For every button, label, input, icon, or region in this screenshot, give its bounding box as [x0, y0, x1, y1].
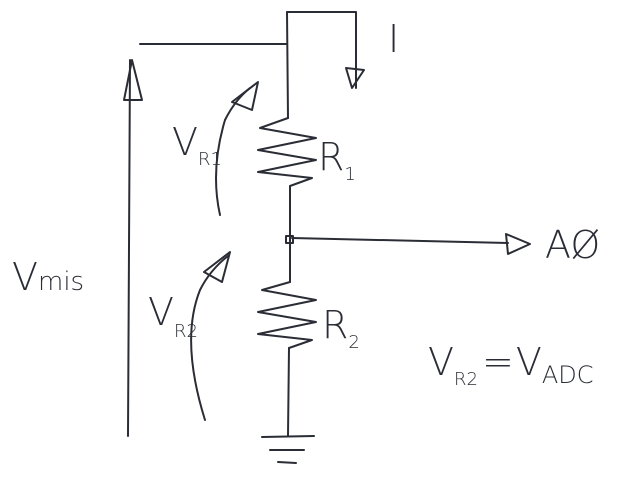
- vr2-label: VR2: [148, 290, 198, 342]
- current-arrow-icon: [345, 67, 365, 89]
- vr2-arrow-icon: [203, 251, 231, 283]
- resistor-r1: [257, 117, 317, 187]
- node-dot: [285, 235, 294, 244]
- current-wire: [286, 11, 357, 89]
- vr1-arrow-icon: [231, 81, 259, 111]
- vr2-arrow-line: [190, 255, 229, 421]
- vmis-label: Vmis: [12, 255, 84, 299]
- bottom-wire: [287, 347, 290, 437]
- vmis-wire: [127, 59, 131, 437]
- r1-label: R1: [318, 135, 356, 185]
- vmis-arrow-icon: [123, 59, 143, 101]
- output-arrow-icon: [505, 233, 531, 255]
- r2-label: R2: [322, 303, 360, 353]
- vr1-arrow-line: [215, 87, 251, 216]
- ground-icon: [261, 435, 315, 464]
- output-wire: [291, 237, 509, 244]
- current-label: I: [388, 17, 399, 61]
- output-label: AØ: [545, 223, 600, 267]
- main-wire-top: [286, 11, 289, 119]
- equation: VR2=VADC: [428, 340, 593, 390]
- vr1-label: VR1: [172, 120, 222, 170]
- resistor-r2: [257, 281, 317, 349]
